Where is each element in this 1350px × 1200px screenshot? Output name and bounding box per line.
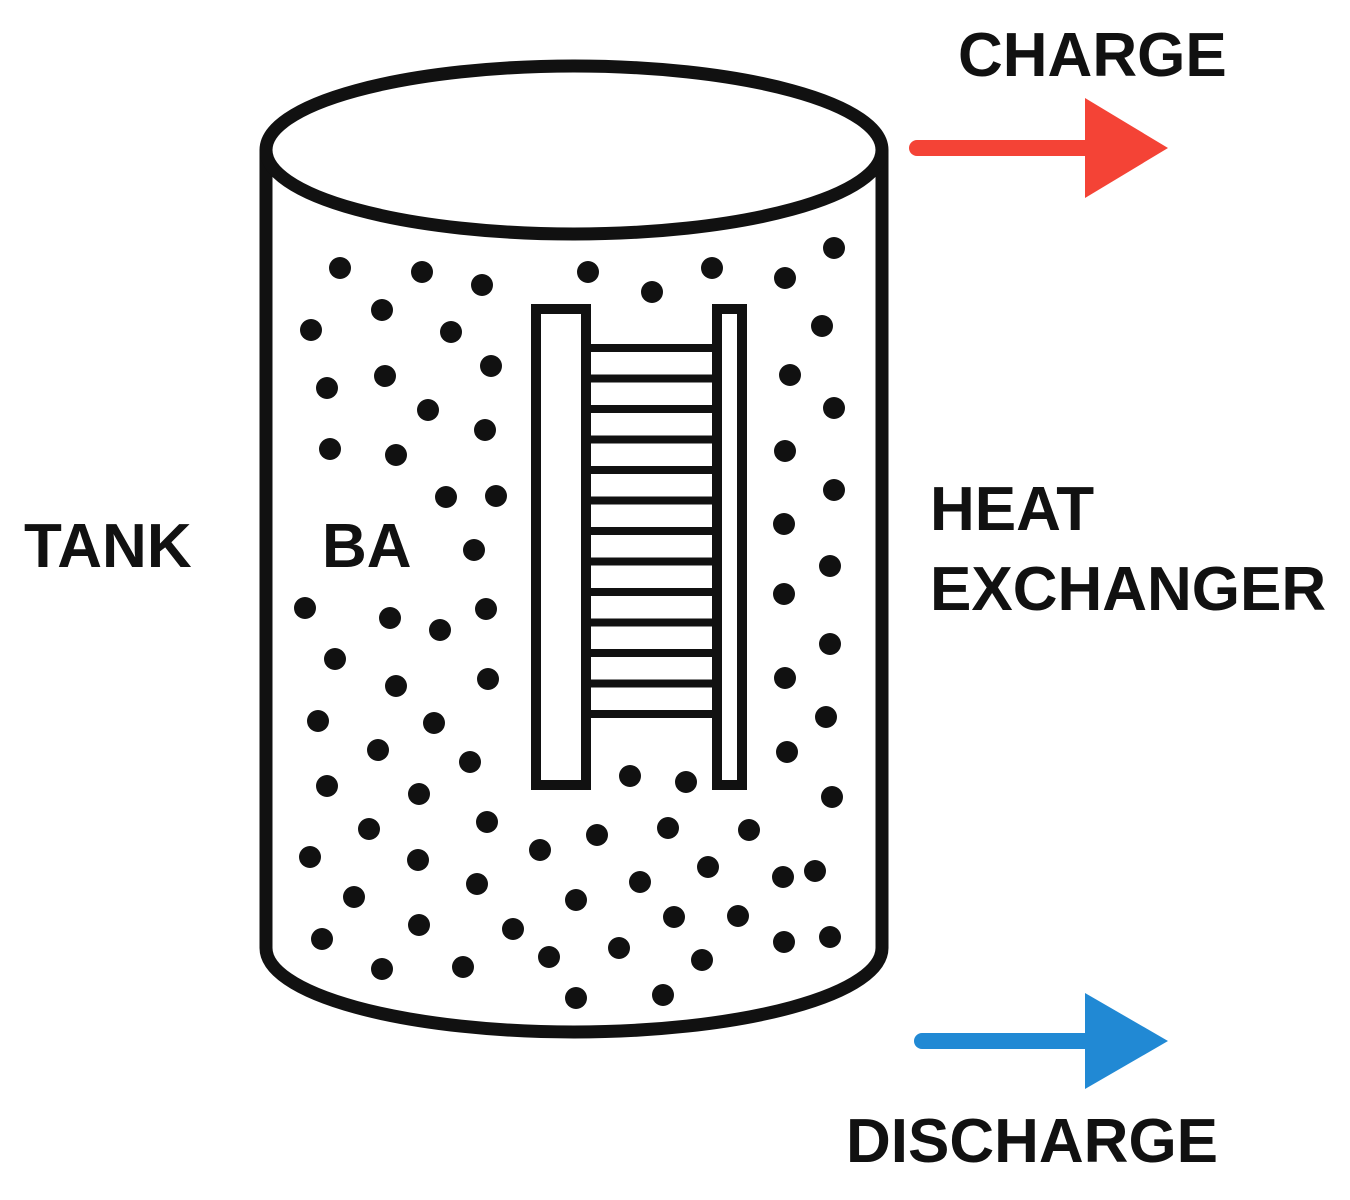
particle [358, 818, 380, 840]
particle [379, 607, 401, 629]
particle [475, 598, 497, 620]
particle [417, 399, 439, 421]
particle [452, 956, 474, 978]
particle [773, 583, 795, 605]
particle [823, 479, 845, 501]
particle [411, 261, 433, 283]
particle [565, 889, 587, 911]
particle [727, 905, 749, 927]
particle [774, 667, 796, 689]
particle [429, 619, 451, 641]
particle [466, 873, 488, 895]
tank [259, 59, 889, 1039]
particle [772, 866, 794, 888]
particle [815, 706, 837, 728]
particle [774, 267, 796, 289]
particle [477, 668, 499, 690]
particle [476, 811, 498, 833]
particle [463, 539, 485, 561]
particle [343, 886, 365, 908]
particle [773, 513, 795, 535]
particle [374, 365, 396, 387]
particle [776, 741, 798, 763]
heat-exchanger-right-plate [712, 304, 747, 790]
particle [371, 958, 393, 980]
particle [502, 918, 524, 940]
heat-exchanger-label-line1: HEAT [930, 475, 1094, 544]
particle [294, 597, 316, 619]
charge-label: CHARGE [958, 21, 1227, 90]
particle [804, 860, 826, 882]
particle [811, 315, 833, 337]
particle [608, 937, 630, 959]
particle [641, 281, 663, 303]
particle [324, 648, 346, 670]
particle [435, 486, 457, 508]
particle [316, 775, 338, 797]
particle [779, 364, 801, 386]
particle [663, 906, 685, 928]
particle [423, 712, 445, 734]
particle [577, 261, 599, 283]
particle [316, 377, 338, 399]
particle [407, 849, 429, 871]
particle [657, 817, 679, 839]
particle [367, 739, 389, 761]
particle [823, 237, 845, 259]
particle [652, 984, 674, 1006]
particle [821, 786, 843, 808]
charge-arrow [909, 98, 1168, 198]
particle [538, 946, 560, 968]
particle [385, 675, 407, 697]
particle [480, 355, 502, 377]
particle [311, 928, 333, 950]
particle [774, 440, 796, 462]
particle [459, 751, 481, 773]
particle [319, 438, 341, 460]
discharge-label: DISCHARGE [846, 1107, 1218, 1176]
particle [440, 321, 462, 343]
particle [299, 846, 321, 868]
particle [300, 319, 322, 341]
particle [385, 444, 407, 466]
particle [819, 926, 841, 948]
particle [701, 257, 723, 279]
particle [565, 987, 587, 1009]
particle [529, 839, 551, 861]
particle [819, 555, 841, 577]
particle [408, 783, 430, 805]
particle [307, 710, 329, 732]
discharge-arrow [914, 993, 1168, 1089]
particle [773, 931, 795, 953]
tank-label: TANK [24, 512, 192, 581]
particle [474, 419, 496, 441]
particle [619, 765, 641, 787]
particle [586, 824, 608, 846]
particle [691, 949, 713, 971]
heat-exchanger [531, 304, 747, 790]
particle [629, 871, 651, 893]
particle-field [294, 237, 845, 1009]
heat-exchanger-label-line2: EXCHANGER [930, 555, 1326, 624]
particle [371, 299, 393, 321]
tank-top-ellipse [259, 59, 889, 241]
particle [823, 397, 845, 419]
particle [819, 633, 841, 655]
particle [675, 771, 697, 793]
heat-exchanger-left-plate [531, 304, 591, 790]
particle [697, 856, 719, 878]
particle [738, 819, 760, 841]
particle [471, 274, 493, 296]
heat-exchanger-fins [586, 344, 717, 718]
particle [485, 485, 507, 507]
particle [329, 257, 351, 279]
particle [408, 914, 430, 936]
tank-body-outline [259, 150, 889, 1039]
ba-label: BA [322, 512, 412, 581]
